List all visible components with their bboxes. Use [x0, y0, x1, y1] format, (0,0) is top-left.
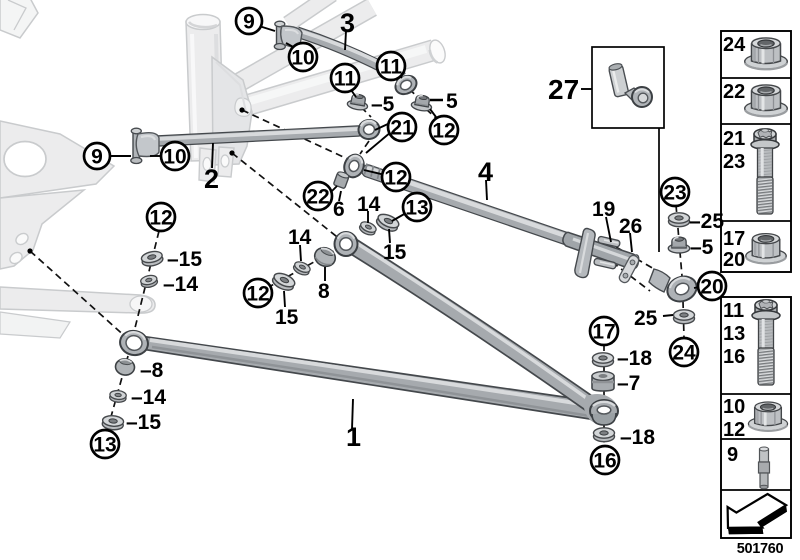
- svg-text:21: 21: [390, 117, 414, 140]
- svg-text:22: 22: [306, 186, 329, 209]
- svg-text:12: 12: [149, 207, 172, 230]
- svg-text:–7: –7: [617, 372, 640, 395]
- svg-text:8: 8: [318, 280, 330, 303]
- svg-text:1: 1: [346, 422, 361, 452]
- svg-text:25: 25: [634, 307, 658, 330]
- svg-text:4: 4: [478, 157, 493, 187]
- svg-text:13: 13: [723, 323, 745, 345]
- svg-text:11: 11: [380, 56, 403, 79]
- svg-text:20: 20: [723, 249, 745, 271]
- svg-text:23: 23: [663, 182, 686, 205]
- svg-text:9: 9: [243, 11, 255, 34]
- svg-text:13: 13: [93, 434, 116, 457]
- svg-text:2: 2: [204, 164, 219, 194]
- svg-text:6: 6: [333, 198, 345, 221]
- svg-text:16: 16: [593, 450, 616, 473]
- svg-text:14: 14: [357, 193, 381, 216]
- svg-text:20: 20: [700, 276, 723, 299]
- svg-text:14: 14: [288, 226, 312, 249]
- svg-text:13: 13: [405, 197, 428, 220]
- svg-text:5: 5: [446, 90, 458, 113]
- svg-text:–14: –14: [163, 273, 198, 296]
- svg-text:–5: –5: [690, 236, 714, 259]
- svg-text:9: 9: [727, 444, 738, 466]
- svg-text:–14: –14: [131, 386, 166, 409]
- svg-text:24: 24: [672, 342, 696, 365]
- svg-text:22: 22: [723, 81, 745, 103]
- svg-text:–18: –18: [620, 426, 655, 449]
- svg-text:23: 23: [723, 151, 745, 173]
- svg-text:10: 10: [291, 47, 314, 70]
- svg-text:–15: –15: [167, 248, 202, 271]
- svg-text:12: 12: [384, 167, 407, 190]
- svg-text:15: 15: [383, 241, 407, 264]
- svg-text:3: 3: [340, 8, 355, 38]
- svg-text:501760: 501760: [737, 541, 784, 557]
- svg-text:10: 10: [163, 146, 186, 169]
- svg-text:–25: –25: [689, 210, 724, 233]
- svg-text:17: 17: [592, 321, 615, 344]
- svg-text:–8: –8: [140, 359, 164, 382]
- svg-text:15: 15: [275, 306, 299, 329]
- svg-text:–15: –15: [126, 411, 161, 434]
- svg-text:11: 11: [334, 68, 357, 91]
- svg-text:12: 12: [246, 283, 269, 306]
- svg-text:12: 12: [723, 419, 745, 441]
- svg-text:27: 27: [548, 74, 579, 105]
- svg-text:11: 11: [723, 300, 744, 322]
- svg-text:9: 9: [91, 146, 103, 169]
- svg-text:26: 26: [619, 215, 642, 238]
- svg-text:10: 10: [723, 396, 745, 418]
- svg-text:–5: –5: [371, 93, 395, 116]
- svg-text:19: 19: [592, 198, 615, 221]
- svg-text:–18: –18: [617, 347, 652, 370]
- svg-text:12: 12: [432, 120, 455, 143]
- svg-text:24: 24: [723, 34, 746, 56]
- svg-text:17: 17: [723, 228, 745, 250]
- svg-text:21: 21: [723, 128, 745, 150]
- svg-text:16: 16: [723, 346, 745, 368]
